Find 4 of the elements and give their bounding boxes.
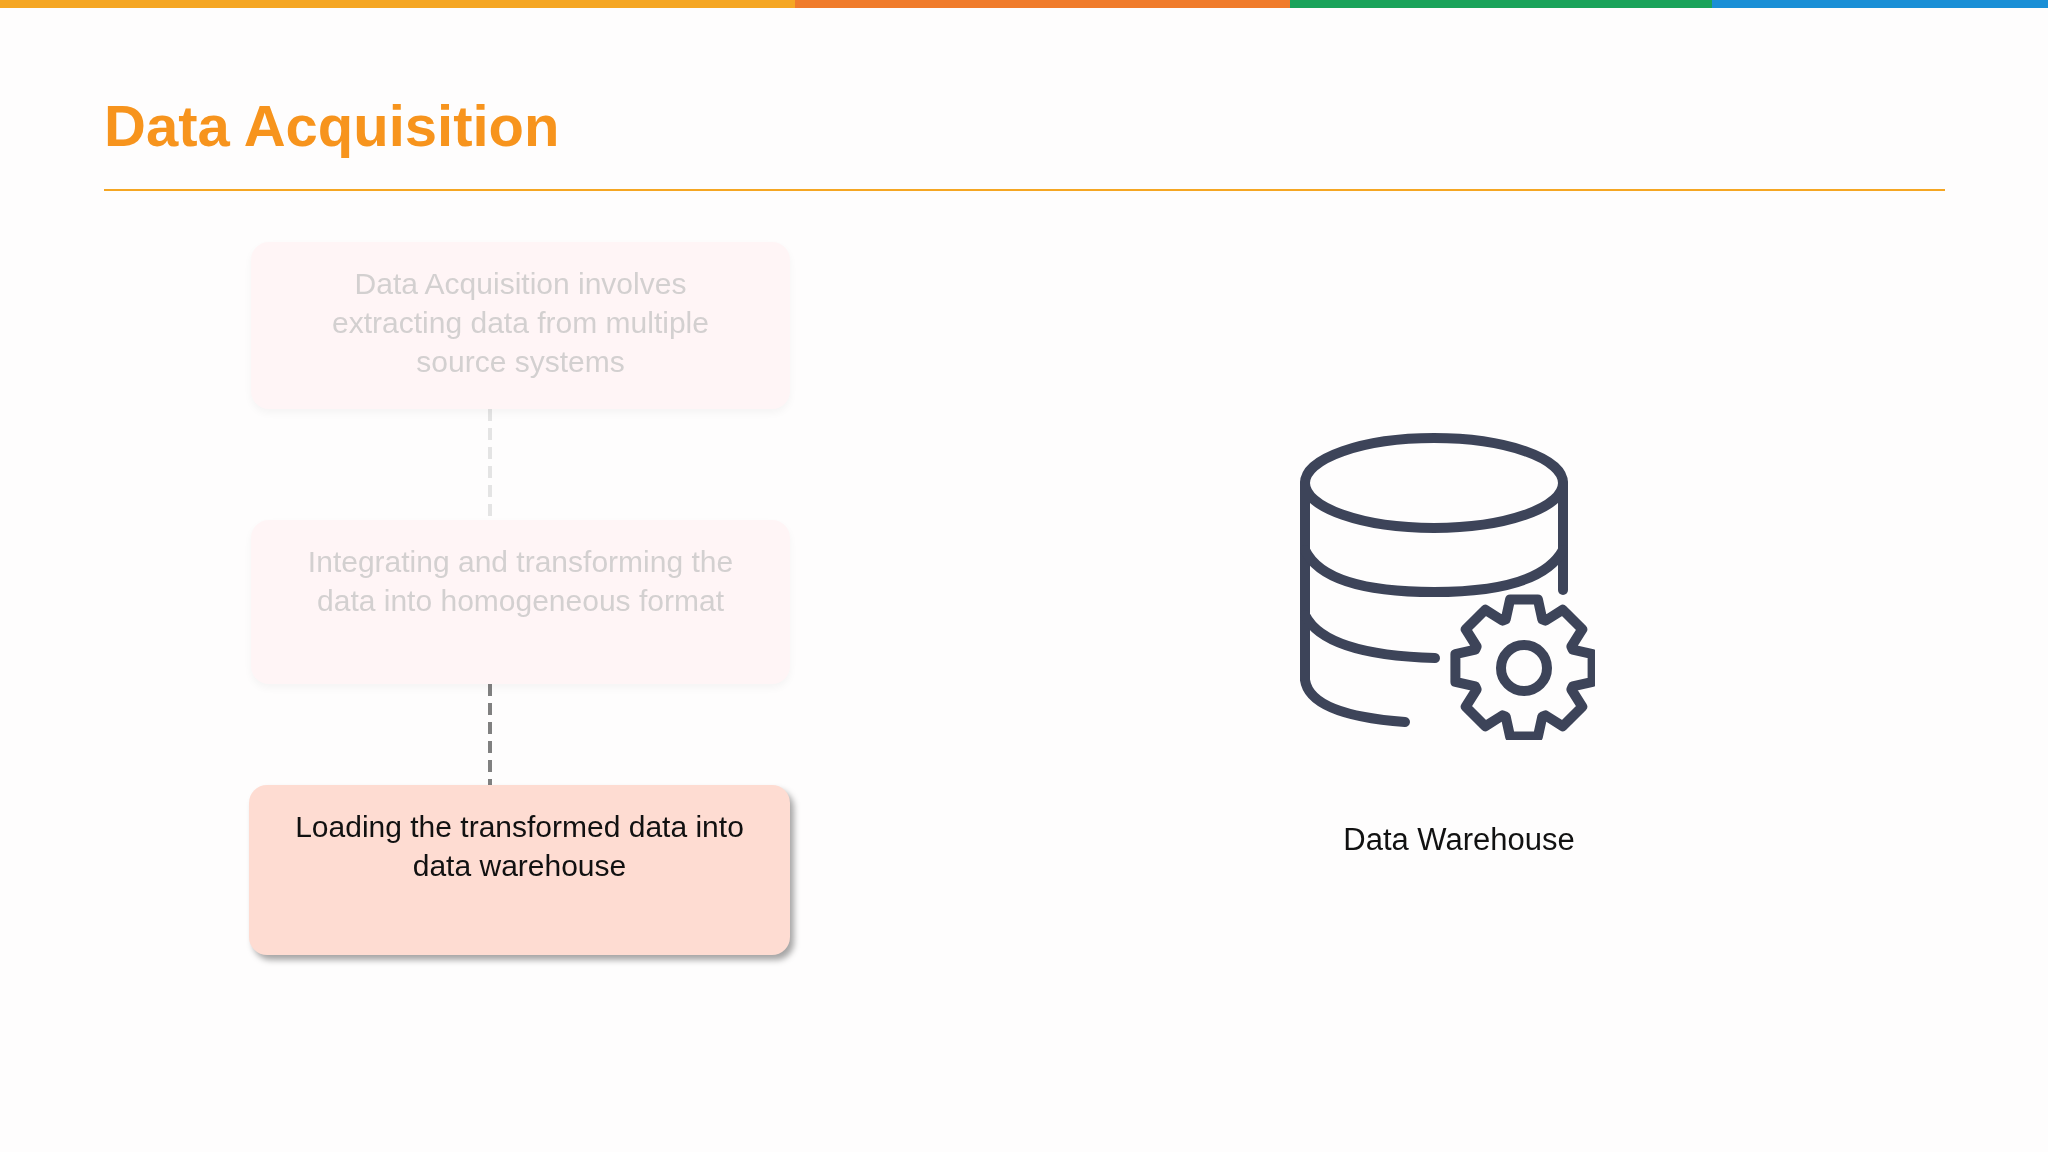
connector-line — [488, 684, 492, 785]
process-box: Loading the transformed data into data warehouse — [249, 785, 790, 955]
icon-caption: Data Warehouse — [1342, 822, 1576, 858]
slide-title: Data Acquisition — [104, 92, 560, 159]
